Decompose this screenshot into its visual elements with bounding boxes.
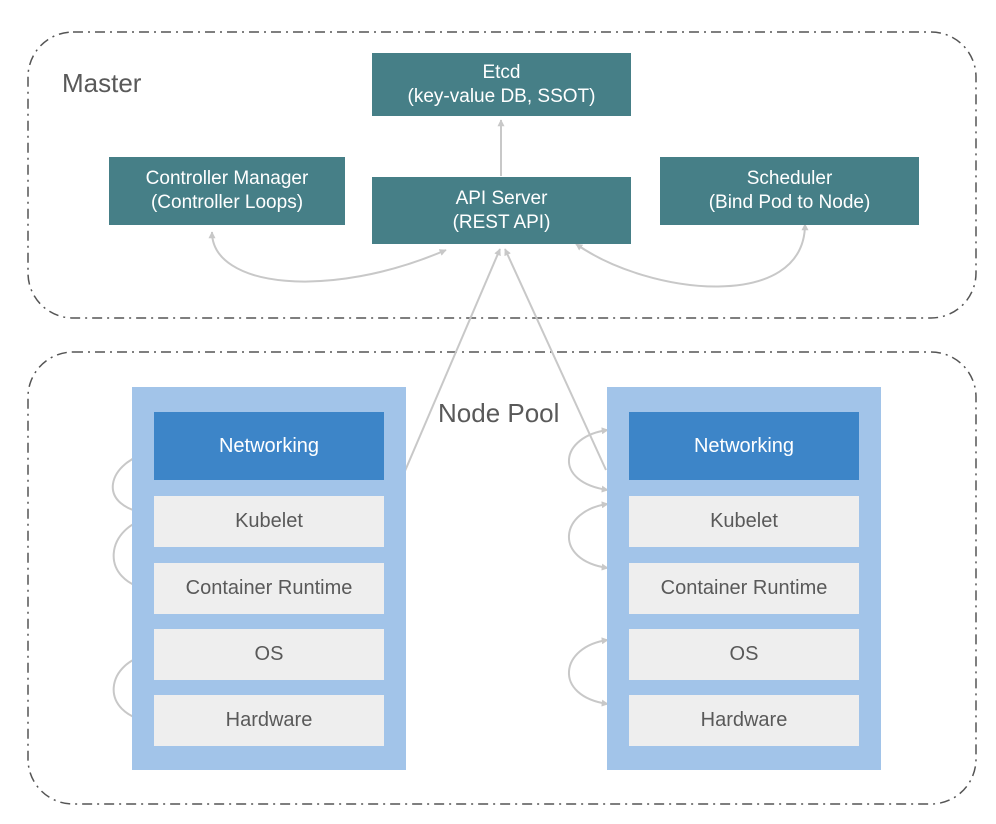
node1-os-layer: OS <box>154 629 384 680</box>
scheduler-title: Scheduler <box>746 168 833 189</box>
master-region-label: Master <box>62 68 142 98</box>
arrow-api-scheduler <box>575 223 809 288</box>
api-server-subtitle: (REST API) <box>452 211 551 233</box>
node2-os-layer: OS <box>629 629 859 680</box>
arrow-api-controller-manager <box>208 231 447 283</box>
scheduler-box: Scheduler (Bind Pod to Node) <box>660 157 919 225</box>
node1-hardware-layer: Hardware <box>154 695 384 746</box>
node1-kubelet-layer: Kubelet <box>154 496 384 547</box>
node2-container-runtime-layer: Container Runtime <box>629 563 859 614</box>
controller-manager-subtitle: (Controller Loops) <box>150 192 304 213</box>
arrow-right-kubelet-networking <box>568 427 609 493</box>
etcd-title: Etcd <box>482 61 521 83</box>
node-column-1: Networking Kubelet Container Runtime OS … <box>132 387 406 770</box>
node2-networking-layer: Networking <box>629 412 859 480</box>
api-server-box: API Server (REST API) <box>372 177 631 244</box>
api-server-title: API Server <box>455 187 548 209</box>
arrow-right-runtime-kubelet <box>568 501 609 571</box>
etcd-subtitle: (key-value DB, SSOT) <box>407 85 596 107</box>
etcd-box: Etcd (key-value DB, SSOT) <box>372 53 631 116</box>
arrow-kubelet-right-to-api <box>504 248 607 471</box>
node2-hardware-layer: Hardware <box>629 695 859 746</box>
node2-kubelet-layer: Kubelet <box>629 496 859 547</box>
node-pool-region-label: Node Pool <box>438 398 560 428</box>
scheduler-subtitle: (Bind Pod to Node) <box>708 192 871 213</box>
node-pool-region-border <box>27 351 977 805</box>
controller-manager-box: Controller Manager (Controller Loops) <box>109 157 345 225</box>
arrow-right-hardware-os <box>568 637 609 707</box>
node1-container-runtime-layer: Container Runtime <box>154 563 384 614</box>
node1-networking-layer: Networking <box>154 412 384 480</box>
node-column-2: Networking Kubelet Container Runtime OS … <box>607 387 881 770</box>
controller-manager-title: Controller Manager <box>145 168 309 189</box>
